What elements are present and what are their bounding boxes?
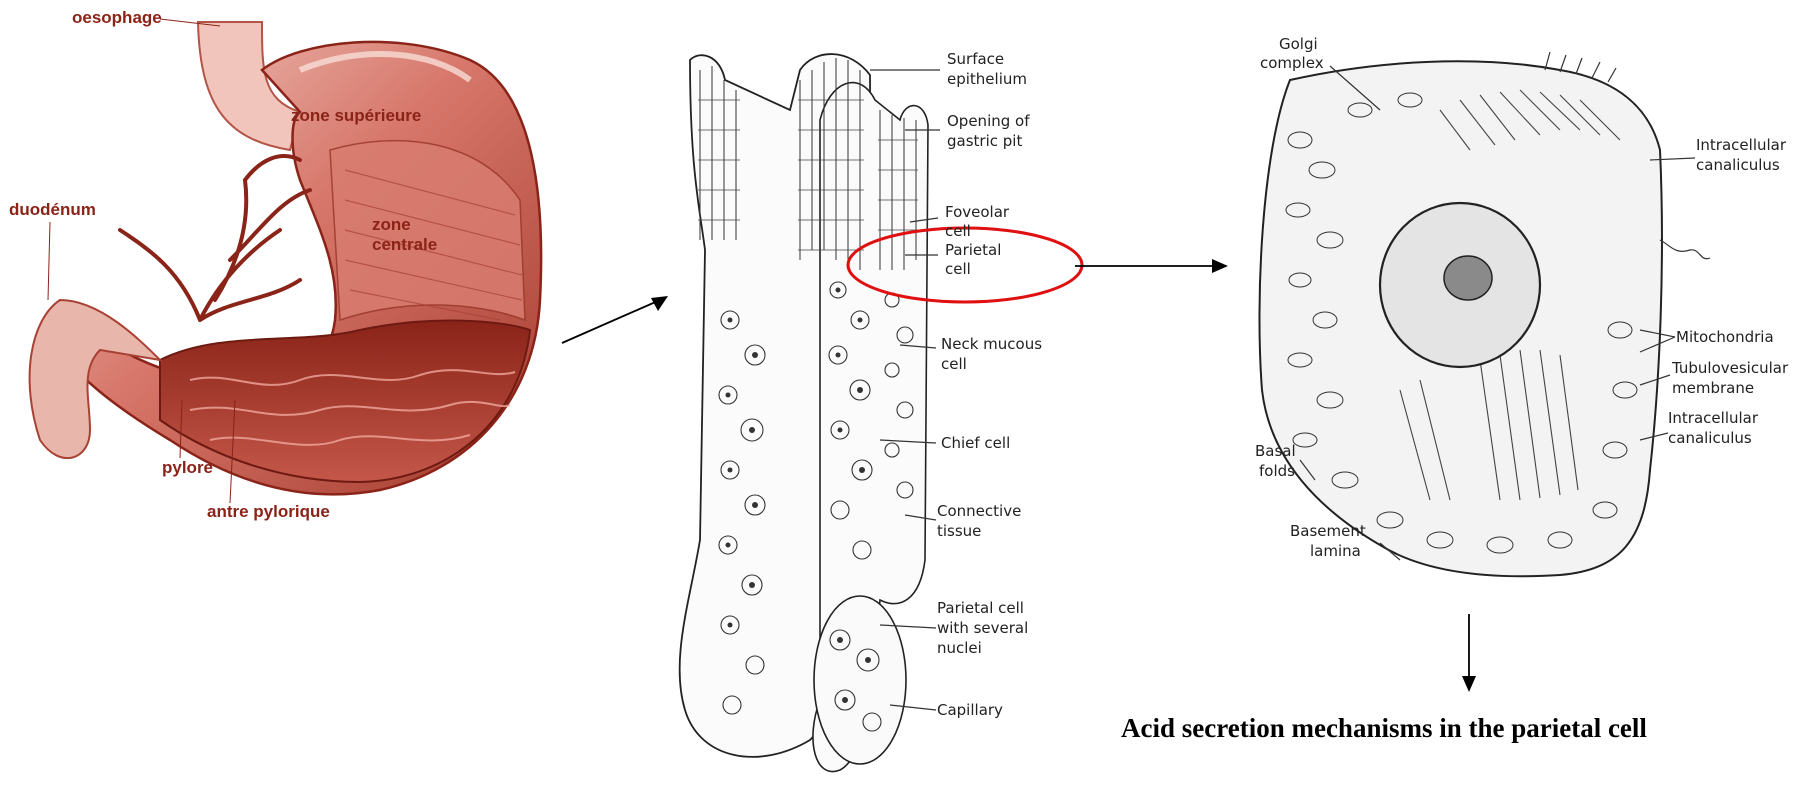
label-multinuc-line3: nuclei (937, 639, 982, 657)
label-zone-centrale-line2: centrale (372, 235, 437, 254)
label-basal-line1: Basal (1255, 442, 1296, 460)
label-parietal-line1: Parietal (945, 241, 1001, 259)
label-chief-cell: Chief cell (941, 434, 1010, 452)
arrow-to-caption (1462, 614, 1476, 692)
parietal-cell-illustration: Golgi complex Intracellular canaliculus … (1255, 35, 1789, 576)
label-golgi-line1: Golgi (1279, 35, 1318, 53)
label-capillary: Capillary (937, 701, 1003, 719)
label-neck-line1: Neck mucous (941, 335, 1042, 353)
gastric-gland-illustration: Surface epithelium Opening of gastric pi… (680, 50, 1082, 772)
leader-duodenum (48, 222, 50, 300)
label-ic-low-line2: canaliculus (1668, 429, 1752, 447)
label-opening-line1: Opening of (947, 112, 1030, 130)
stomach-illustration: oesophage zone supérieure duodénum zone … (9, 8, 541, 521)
label-zone-centrale-line1: zone (372, 215, 411, 234)
label-foveolar-line1: Foveolar (945, 203, 1010, 221)
label-connective-line2: tissue (937, 522, 981, 540)
label-multinuc-line1: Parietal cell (937, 599, 1024, 617)
label-ic-top-line2: canaliculus (1696, 156, 1780, 174)
label-surface-line1: Surface (947, 50, 1004, 68)
label-foveolar-line2: cell (945, 222, 971, 240)
label-connective-line1: Connective (937, 502, 1021, 520)
arrow-to-parietal-cell (1075, 259, 1228, 273)
label-multinuc-line2: with several (937, 619, 1028, 637)
label-surface-line2: epithelium (947, 70, 1027, 88)
label-ic-low-line1: Intracellular (1668, 409, 1759, 427)
caption-acid-secretion: Acid secretion mechanisms in the parieta… (1121, 713, 1647, 743)
label-zone-superieure: zone supérieure (291, 106, 421, 125)
label-ic-top-line1: Intracellular (1696, 136, 1787, 154)
label-duodenum: duodénum (9, 200, 96, 219)
gland-lower-sac (814, 596, 906, 764)
label-golgi-line2: complex (1260, 54, 1324, 72)
label-oesophage: oesophage (72, 8, 162, 27)
label-pylore: pylore (162, 458, 213, 477)
label-neck-line2: cell (941, 355, 967, 373)
label-parietal-line2: cell (945, 260, 971, 278)
label-basement-line1: Basement (1290, 522, 1366, 540)
label-opening-line2: gastric pit (947, 132, 1022, 150)
blood-vessels-shape (120, 156, 310, 320)
label-tubulo-line2: membrane (1672, 379, 1754, 397)
arrow-to-gland (562, 296, 668, 343)
label-antre-pylorique: antre pylorique (207, 502, 330, 521)
label-basement-line2: lamina (1310, 542, 1361, 560)
label-basal-line2: folds (1259, 462, 1295, 480)
cell-nucleolus (1444, 256, 1492, 300)
label-mitochondria: Mitochondria (1676, 328, 1774, 346)
label-tubulo-line1: Tubulovesicular (1671, 359, 1789, 377)
